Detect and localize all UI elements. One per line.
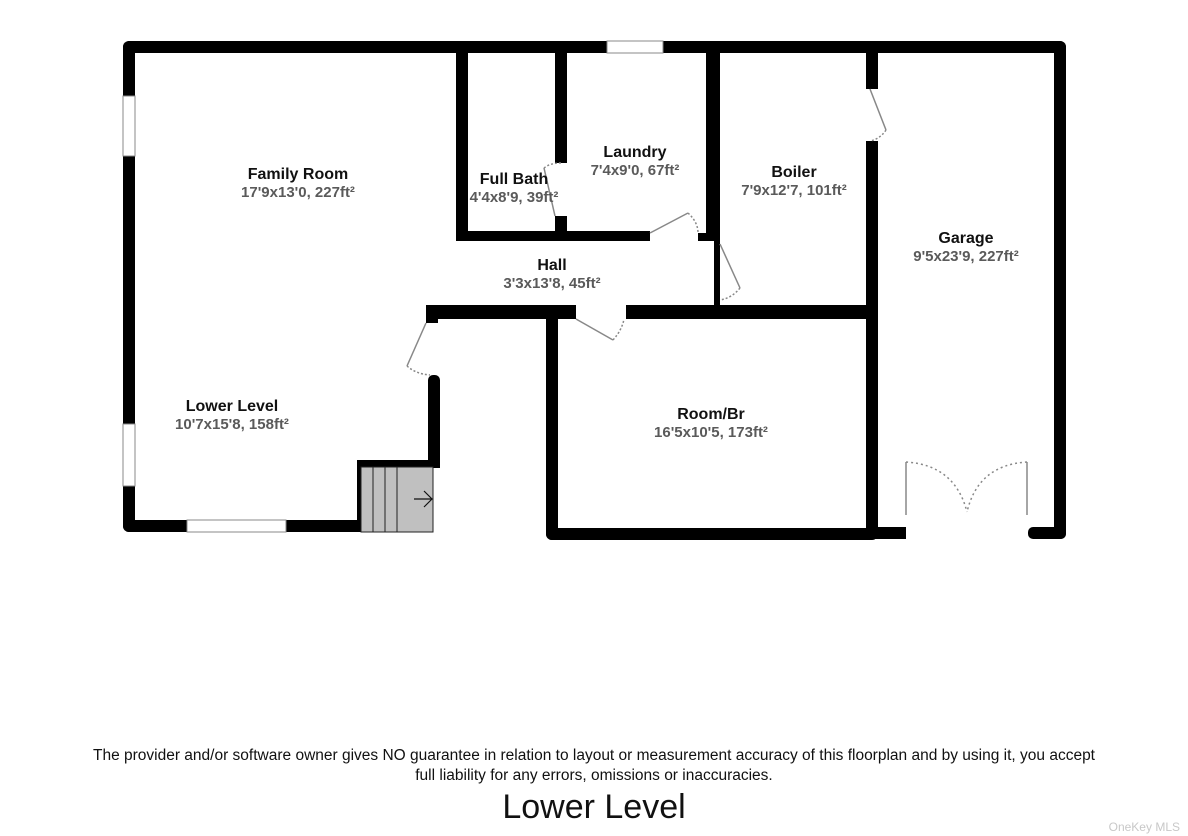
room-name: Room/Br bbox=[677, 406, 745, 423]
room-dimensions: 16'5x10'5, 173ft² bbox=[654, 424, 768, 442]
window-laundry-top bbox=[606, 40, 664, 54]
room-name: Garage bbox=[938, 230, 994, 247]
room-label-hall: Hall 3'3x13'8, 45ft² bbox=[503, 257, 600, 293]
room-name: Family Room bbox=[247, 166, 349, 183]
window-lower-level-left bbox=[122, 423, 136, 487]
room-label-full-bath: Full Bath 4'4x8'9, 39ft² bbox=[470, 171, 559, 207]
room-dimensions: 9'5x23'9, 227ft² bbox=[913, 248, 1019, 266]
disclaimer-line-2: full liability for any errors, omissions… bbox=[415, 767, 773, 784]
room-label-lower-level: Lower Level 10'7x15'8, 158ft² bbox=[175, 398, 289, 434]
windows bbox=[122, 40, 664, 533]
room-name: Lower Level bbox=[185, 398, 279, 415]
room-dimensions: 7'9x12'7, 101ft² bbox=[741, 182, 847, 200]
room-label-boiler: Boiler 7'9x12'7, 101ft² bbox=[741, 164, 847, 200]
doors bbox=[406, 88, 1028, 515]
window-lower-level-bottom bbox=[186, 519, 287, 533]
stairs bbox=[360, 466, 434, 533]
room-name: Full Bath bbox=[479, 171, 549, 188]
room-name: Hall bbox=[537, 257, 567, 274]
room-label-garage: Garage 9'5x23'9, 227ft² bbox=[913, 230, 1019, 266]
disclaimer-line-1: The provider and/or software owner gives… bbox=[92, 747, 1095, 764]
room-name: Boiler bbox=[771, 164, 817, 181]
level-title: Lower Level bbox=[502, 788, 686, 826]
window-family-room-left bbox=[122, 95, 136, 157]
room-dimensions: 10'7x15'8, 158ft² bbox=[175, 416, 289, 434]
room-dimensions: 17'9x13'0, 227ft² bbox=[241, 184, 355, 202]
right-arrow-icon bbox=[414, 490, 433, 508]
room-label-laundry: Laundry 7'4x9'0, 67ft² bbox=[591, 144, 680, 180]
room-dimensions: 3'3x13'8, 45ft² bbox=[503, 275, 601, 293]
room-dimensions: 4'4x8'9, 39ft² bbox=[469, 189, 559, 207]
watermark: OneKey MLS bbox=[1108, 820, 1180, 834]
room-name: Laundry bbox=[603, 144, 667, 161]
room-dimensions: 7'4x9'0, 67ft² bbox=[590, 162, 680, 180]
walls bbox=[123, 41, 1066, 540]
room-label-family-room: Family Room 17'9x13'0, 227ft² bbox=[241, 166, 355, 202]
disclaimer: The provider and/or software owner gives… bbox=[0, 746, 1188, 786]
room-label-room-br: Room/Br 16'5x10'5, 173ft² bbox=[654, 406, 768, 442]
